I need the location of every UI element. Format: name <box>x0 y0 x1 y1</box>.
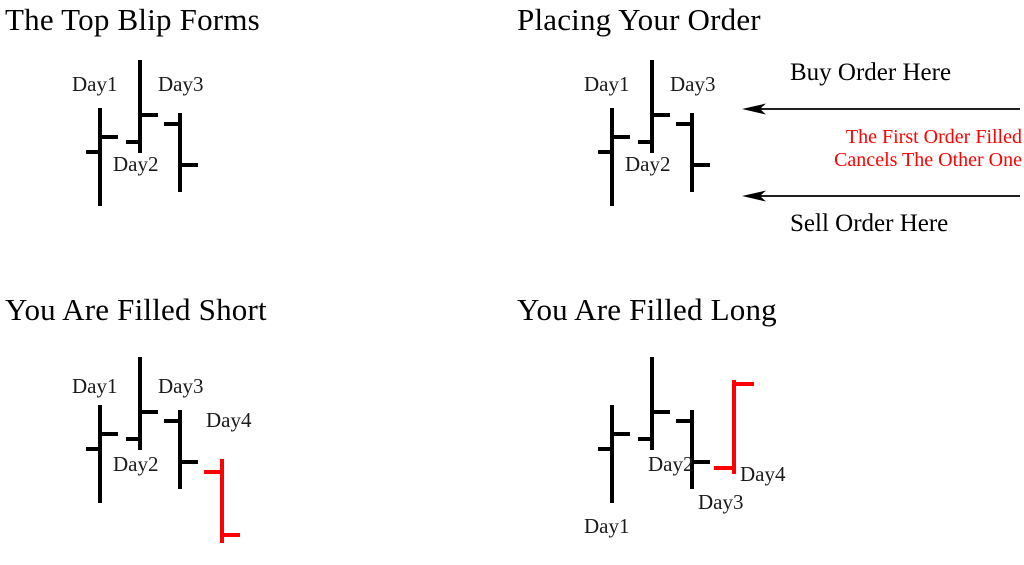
bar-label-day3: Day3 <box>670 72 716 96</box>
ohlc-bar-day2 <box>638 357 670 450</box>
bar-label-day1: Day1 <box>72 374 118 398</box>
ohlc-bar-day3 <box>164 113 198 192</box>
ohlc-bar-day2 <box>638 60 670 153</box>
ohlc-bar-day2 <box>126 357 158 450</box>
ohlc-bars-panel4 <box>598 357 754 503</box>
bar-label-day3: Day3 <box>158 72 204 96</box>
panel-you-are-filled-short: You Are Filled Short <box>0 290 512 565</box>
bar-label-day2: Day2 <box>113 452 159 476</box>
bar-label-day1: Day1 <box>72 72 118 96</box>
ohlc-bar-day1 <box>598 405 630 503</box>
bar-label-day3: Day3 <box>698 490 744 514</box>
ohlc-bar-day3 <box>676 113 710 192</box>
bar-label-day1: Day1 <box>584 514 630 538</box>
order-cancel-note: The First Order Filled Cancels The Other… <box>762 126 1022 172</box>
order-cancel-note-line1: The First Order Filled <box>845 126 1022 148</box>
ohlc-bar-day4-long <box>714 380 754 474</box>
ohlc-bar-day1 <box>86 405 118 503</box>
ohlc-bar-day4-short <box>204 459 240 543</box>
ohlc-bar-day1 <box>86 108 118 206</box>
panel-title: The Top Blip Forms <box>5 2 260 37</box>
bar-label-day4: Day4 <box>206 408 252 432</box>
panel-title: You Are Filled Short <box>5 292 267 327</box>
ohlc-bars-panel2 <box>598 60 1020 206</box>
ohlc-bars-panel3 <box>86 357 240 543</box>
panel-title: Placing Your Order <box>517 2 761 37</box>
bar-label-day3: Day3 <box>158 374 204 398</box>
ohlc-bar-day1 <box>598 108 630 206</box>
panel-top-blip-forms: The Top Blip Forms Day1 Day2 Day <box>0 0 512 275</box>
buy-order-arrow <box>742 103 1020 115</box>
sell-order-arrow <box>742 190 1020 202</box>
bar-label-day2: Day2 <box>625 152 671 176</box>
ohlc-bars-panel1 <box>86 60 198 206</box>
sell-order-annotation: Sell Order Here <box>790 210 949 237</box>
bar-label-day1: Day1 <box>584 72 630 96</box>
panel-title: You Are Filled Long <box>517 292 777 327</box>
ohlc-bar-day2 <box>126 60 158 153</box>
ohlc-bar-day3 <box>676 410 710 489</box>
ohlc-bar-day3 <box>164 410 198 489</box>
panel-placing-your-order: Placing Your Order <box>512 0 1024 275</box>
order-cancel-note-line2: Cancels The Other One <box>834 149 1022 171</box>
bar-label-day2: Day2 <box>648 452 694 476</box>
diagram-canvas: The Top Blip Forms Day1 Day2 Day <box>0 0 1024 543</box>
bar-label-day2: Day2 <box>113 152 159 176</box>
panel-you-are-filled-long: You Are Filled Long <box>512 290 1024 565</box>
bar-label-day4: Day4 <box>740 462 786 486</box>
buy-order-annotation: Buy Order Here <box>790 59 952 86</box>
